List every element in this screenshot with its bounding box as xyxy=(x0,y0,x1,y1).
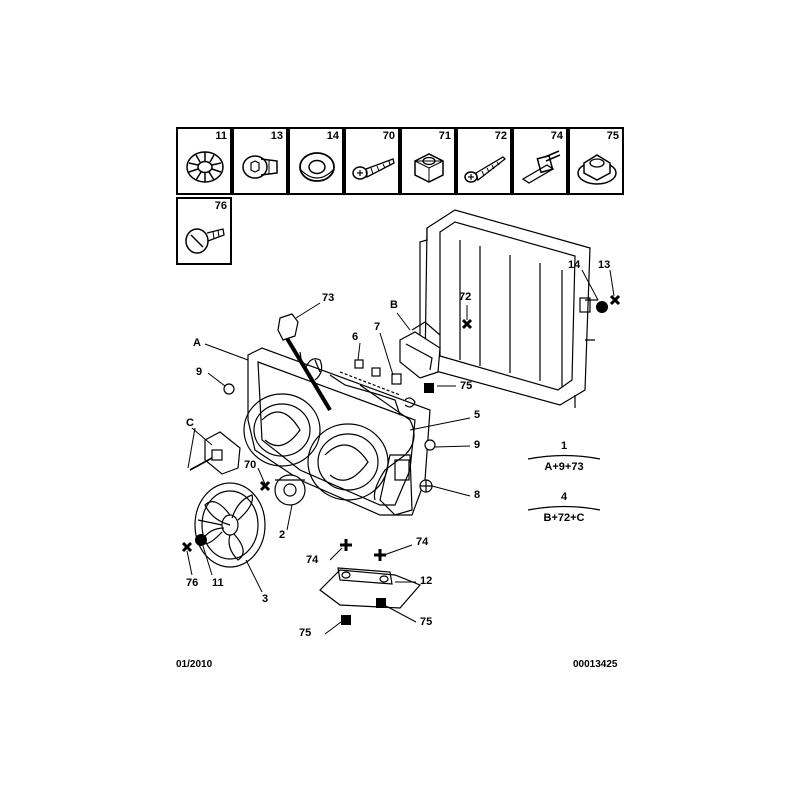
legend-number: 75 xyxy=(606,130,619,142)
footer-date: 01/2010 xyxy=(176,659,213,670)
hex-socket-bolt-icon xyxy=(242,155,278,179)
formula-1-number: 1 xyxy=(560,440,568,452)
dot-marker xyxy=(195,534,207,546)
control-module-drawing xyxy=(379,454,413,516)
flat-washer-icon xyxy=(299,152,335,182)
legend-number: 71 xyxy=(438,130,451,142)
callout-9: 9 xyxy=(196,366,203,378)
callout-2: 2 xyxy=(279,529,286,541)
plus-marker xyxy=(340,539,386,561)
formula-1-text: A+9+73 xyxy=(544,461,584,473)
callout-8: 8 xyxy=(474,489,481,501)
legend-number: 74 xyxy=(550,130,563,142)
legend-number: 14 xyxy=(326,130,339,142)
legend-number: 13 xyxy=(270,130,283,142)
square-marker xyxy=(376,598,386,608)
legend-item-75: 75 xyxy=(568,127,624,195)
x-marker xyxy=(181,294,621,553)
slotted-screw-icon xyxy=(185,228,225,254)
callout-70: 70 xyxy=(244,459,257,471)
callout-11: 11 xyxy=(212,577,224,589)
callout-72: 72 xyxy=(459,291,472,303)
callout-B: B xyxy=(390,299,398,311)
toothed-lock-washer-icon xyxy=(186,151,224,183)
callout-5: 5 xyxy=(474,409,481,421)
callout-76: 76 xyxy=(186,577,199,589)
wiring-loop xyxy=(304,358,323,381)
formula-4-number: 4 xyxy=(560,491,568,503)
fastener-legend: 11 13 14 70 xyxy=(176,127,628,267)
legend-item-11: 11 xyxy=(176,127,232,195)
callout-A: A xyxy=(193,337,201,349)
hex-nut-icon xyxy=(414,153,444,183)
component-B-drawing xyxy=(399,331,441,379)
fan-ring-left xyxy=(243,393,321,467)
callout-9: 9 xyxy=(474,439,481,451)
legend-item-74: 74 xyxy=(512,127,568,195)
formula-rules xyxy=(527,454,601,511)
callout-7: 7 xyxy=(374,321,381,333)
legend-item-76: 76 xyxy=(176,197,232,265)
callout-75: 75 xyxy=(420,616,433,628)
callout-74: 74 xyxy=(416,536,429,548)
phillips-screw-icon xyxy=(352,158,395,180)
callout-75: 75 xyxy=(460,380,473,392)
callout-73: 73 xyxy=(322,292,335,304)
legend-item-71: 71 xyxy=(400,127,456,195)
callout-14: 14 xyxy=(568,259,581,271)
callout-3: 3 xyxy=(262,593,269,605)
square-marker xyxy=(341,615,351,625)
formula-4-text: B+72+C xyxy=(543,512,585,524)
legend-item-72: 72 xyxy=(456,127,512,195)
radiator-drawing xyxy=(419,209,598,408)
callout-74: 74 xyxy=(306,554,319,566)
clip-bolt-icon xyxy=(521,150,561,184)
mounting-pad-12-drawing xyxy=(319,569,422,609)
legend-item-14: 14 xyxy=(288,127,344,195)
leader-lines xyxy=(186,269,615,635)
dot-marker xyxy=(596,301,608,313)
square-marker xyxy=(424,383,434,393)
footer-reference: 00013425 xyxy=(573,659,618,670)
callout-12: 12 xyxy=(420,575,433,587)
legend-number: 11 xyxy=(215,130,227,142)
callout-6: 6 xyxy=(352,331,359,343)
callout-C: C xyxy=(186,417,194,429)
legend-item-70: 70 xyxy=(344,127,400,195)
self-tapping-screw-icon xyxy=(464,156,506,183)
fan-motor-drawing xyxy=(274,474,306,506)
legend-number: 70 xyxy=(382,130,395,142)
callout-75: 75 xyxy=(299,627,312,639)
strap-73-drawing xyxy=(283,333,332,412)
legend-item-13: 13 xyxy=(232,127,288,195)
markers xyxy=(181,294,621,625)
legend-number: 76 xyxy=(214,200,227,212)
legend-number: 72 xyxy=(494,130,507,142)
flange-nut-icon xyxy=(577,154,617,185)
callout-13: 13 xyxy=(598,259,611,271)
